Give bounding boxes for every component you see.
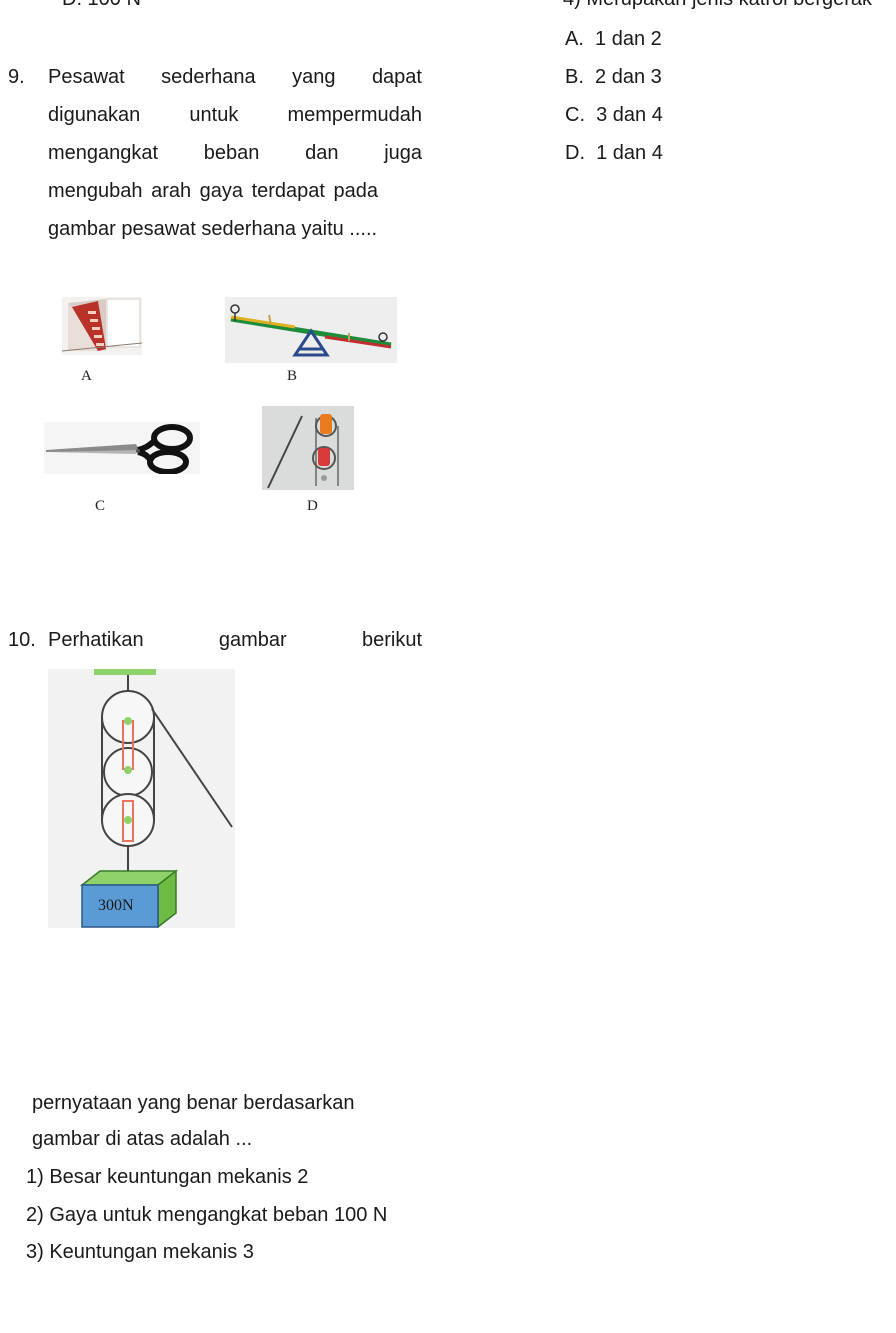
word: berikut	[361, 629, 422, 651]
figure-label-c: C	[95, 498, 106, 514]
option-text: 1 dan 4	[596, 142, 663, 164]
figure-label-b: B	[287, 368, 298, 384]
question-10-heading: Perhatikan gambar berikut	[48, 629, 422, 652]
question-9-line-2: digunakan untuk mempermudah	[48, 104, 422, 127]
option-letter: A.	[565, 28, 584, 50]
option-text: 3 dan 4	[596, 104, 663, 126]
word: mempermudah	[287, 104, 422, 126]
option-letter: D.	[565, 142, 585, 164]
scissors-image	[44, 422, 200, 474]
figure-label-d: D	[307, 498, 318, 514]
word: yang	[292, 66, 336, 88]
pulley-image	[262, 406, 354, 490]
word: dapat	[371, 66, 422, 88]
question-9-line-1: Pesawat sederhana yang dapat	[48, 66, 422, 89]
option-letter: C.	[565, 104, 585, 126]
option-letter: B.	[565, 66, 584, 88]
word: untuk	[189, 104, 239, 126]
figure-label-a: A	[81, 368, 92, 384]
statement-intro-2: gambar di atas adalah ...	[32, 1128, 253, 1150]
question-9-line-4: mengubah arah gaya terdapat pada	[48, 180, 379, 202]
word: Pesawat	[48, 66, 125, 88]
statement-3: 3) Keuntungan mekanis 3	[26, 1241, 254, 1263]
statement-intro-1: pernyataan yang benar berdasarkan	[32, 1092, 355, 1114]
question-9-line-3: mengangkat beban dan juga	[48, 142, 422, 165]
word: gambar	[218, 629, 287, 651]
option-d[interactable]: D. 1 dan 4	[565, 142, 663, 165]
previous-option-d: D. 100 N	[62, 0, 141, 11]
question-9-line-5: gambar pesawat sederhana yaitu .....	[48, 218, 378, 240]
load-weight-label: 300N	[98, 897, 134, 914]
option-text: 1 dan 2	[595, 28, 662, 50]
statement-2: 2) Gaya untuk mengangkat beban 100 N	[26, 1204, 388, 1226]
option-c[interactable]: C. 3 dan 4	[565, 104, 663, 127]
word: beban	[203, 142, 260, 164]
option-b[interactable]: B. 2 dan 3	[565, 66, 662, 89]
word: juga	[384, 142, 422, 164]
seesaw-image	[225, 297, 397, 363]
question-number: 9.	[8, 66, 25, 88]
option-a[interactable]: A. 1 dan 2	[565, 28, 662, 51]
word: mengangkat	[48, 142, 159, 164]
inclined-plane-image	[62, 297, 142, 355]
option-text: 2 dan 3	[595, 66, 662, 88]
word: Perhatikan	[48, 629, 144, 651]
word: sederhana	[161, 66, 256, 88]
question-number: 10.	[8, 629, 36, 651]
pulley-system-diagram	[48, 669, 235, 928]
word: digunakan	[48, 104, 141, 126]
statement-1: 1) Besar keuntungan mekanis 2	[26, 1166, 309, 1188]
word: dan	[305, 142, 339, 164]
previous-statement-4: 4) Merupakan jenis katrol bergerak	[563, 0, 872, 11]
